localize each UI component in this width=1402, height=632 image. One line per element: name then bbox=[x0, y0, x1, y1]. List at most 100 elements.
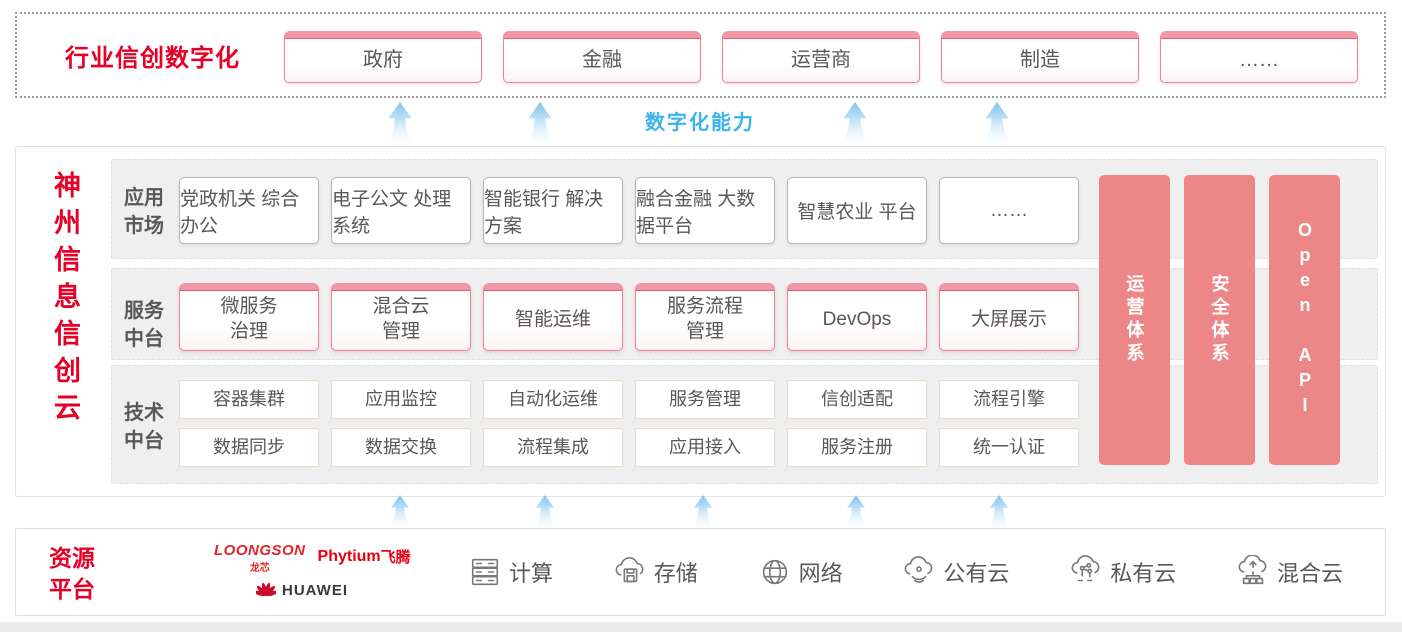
industry-box-government: 政府 bbox=[284, 31, 482, 83]
resource-label: 计算 bbox=[509, 561, 554, 586]
hybrid-cloud-icon bbox=[1238, 555, 1267, 585]
resource-hybrid-cloud: 混合云 bbox=[1236, 555, 1343, 589]
industry-band-title: 行业信创数字化 bbox=[65, 44, 240, 72]
public-cloud-icon bbox=[904, 556, 933, 583]
service-middle-label: 服务 中台 bbox=[124, 300, 164, 350]
tech-box: 应用监控 bbox=[331, 380, 471, 419]
phytium-logo: Phytium 飞腾 bbox=[318, 546, 411, 567]
industry-box-label: …… bbox=[1239, 49, 1279, 71]
resource-label: 网络 bbox=[798, 561, 843, 586]
resource-storage: 存储 bbox=[613, 555, 698, 589]
service-box-label: 大屏展示 bbox=[970, 308, 1047, 330]
tech-box-label: 数据交换 bbox=[365, 436, 437, 457]
service-box-label: 智能运维 bbox=[514, 308, 591, 330]
platform-title: 神州信息信创云 bbox=[50, 171, 80, 430]
app-market-label: 应用 市场 bbox=[124, 187, 164, 237]
industry-box-label: 政府 bbox=[363, 49, 403, 71]
app-box-label: 电子公文 处理系统 bbox=[332, 188, 452, 237]
app-box-label: 党政机关 综合办公 bbox=[180, 188, 300, 237]
tech-box: 数据交换 bbox=[331, 428, 471, 467]
service-box-label: 微服务 治理 bbox=[220, 296, 278, 342]
up-arrow-icon bbox=[534, 495, 556, 528]
private-cloud-icon bbox=[1071, 555, 1100, 582]
industry-box-label: 金融 bbox=[582, 49, 622, 71]
loongson-logo: LOONGSON 龙芯 bbox=[214, 542, 306, 574]
resource-label: 存储 bbox=[653, 561, 698, 586]
tech-box-label: 应用接入 bbox=[669, 436, 741, 457]
up-arrow-icon bbox=[386, 102, 414, 144]
compute-icon bbox=[471, 558, 499, 586]
industry-box-label: 运营商 bbox=[791, 49, 851, 71]
tech-box-label: 服务注册 bbox=[821, 436, 893, 457]
tech-box: 信创适配 bbox=[787, 380, 927, 419]
tech-middle-label: 技术 中台 bbox=[124, 402, 164, 452]
service-box-label: 混合云 管理 bbox=[372, 296, 430, 342]
service-box: 大屏展示 bbox=[939, 283, 1079, 351]
tech-box: 容器集群 bbox=[179, 380, 319, 419]
industry-box-manufacturing: 制造 bbox=[941, 31, 1139, 83]
app-market-row: 党政机关 综合办公 电子公文 处理系统 智能银行 解决方案 融合金融 大数据平台… bbox=[179, 177, 1079, 244]
up-arrow-icon bbox=[983, 102, 1011, 144]
app-box-label: …… bbox=[990, 199, 1028, 221]
resource-list: 计算 存储 网络 公有云 bbox=[468, 529, 1343, 615]
resource-panel-label: 资源 平台 bbox=[49, 545, 95, 603]
industry-box-operator: 运营商 bbox=[722, 31, 920, 83]
service-box-label: 服务流程 管理 bbox=[666, 296, 743, 342]
resource-label: 混合云 bbox=[1276, 561, 1343, 586]
tech-box: 服务注册 bbox=[787, 428, 927, 467]
tech-box-label: 流程引擎 bbox=[973, 388, 1045, 409]
resource-network: 网络 bbox=[758, 555, 843, 589]
capability-label: 数字化能力 bbox=[645, 112, 755, 134]
platform-panel: 神州信息信创云 应用 市场 服务 中台 技术 中台 党政机关 综合办公 电子公文… bbox=[15, 146, 1386, 497]
tech-box: 服务管理 bbox=[635, 380, 775, 419]
tech-box-label: 流程集成 bbox=[517, 436, 589, 457]
tech-box: 统一认证 bbox=[939, 428, 1079, 467]
tech-box: 流程引擎 bbox=[939, 380, 1079, 419]
app-box: 智慧农业 平台 bbox=[787, 177, 927, 244]
tech-box-label: 数据同步 bbox=[213, 436, 285, 457]
tech-box-label: 统一认证 bbox=[973, 436, 1045, 457]
vendor-logos: LOONGSON 龙芯 Phytium 飞腾 HUAWEI bbox=[214, 542, 444, 600]
app-box: 融合金融 大数据平台 bbox=[635, 177, 775, 244]
service-box: 服务流程 管理 bbox=[635, 283, 775, 351]
resource-label: 公有云 bbox=[943, 561, 1010, 586]
app-box-label: 智慧农业 平台 bbox=[797, 202, 917, 223]
up-arrow-icon bbox=[988, 495, 1010, 528]
industry-box-finance: 金融 bbox=[503, 31, 701, 83]
resource-private-cloud: 私有云 bbox=[1069, 555, 1176, 589]
pillar-security: 安全体系 bbox=[1184, 175, 1255, 465]
service-box: 微服务 治理 bbox=[179, 283, 319, 351]
huawei-logo: HUAWEI bbox=[256, 580, 444, 600]
tech-row-1: 容器集群 应用监控 自动化运维 服务管理 信创适配 流程引擎 bbox=[179, 380, 1079, 419]
app-box-label: 智能银行 解决方案 bbox=[484, 188, 604, 237]
huawei-flower-icon bbox=[256, 582, 276, 597]
app-box-label: 融合金融 大数据平台 bbox=[636, 188, 756, 237]
tech-box-label: 容器集群 bbox=[213, 388, 285, 409]
resource-compute: 计算 bbox=[468, 555, 553, 589]
bottom-divider bbox=[0, 622, 1402, 632]
network-icon bbox=[762, 559, 787, 585]
service-box-label: DevOps bbox=[822, 308, 892, 330]
phytium-wordmark: Phytium bbox=[317, 547, 381, 565]
industry-box-label: 制造 bbox=[1020, 49, 1060, 71]
pillar-open-api: Open API bbox=[1269, 175, 1340, 465]
loongson-wordmark: LOONGSON bbox=[214, 542, 306, 559]
service-box: 智能运维 bbox=[483, 283, 623, 351]
up-arrow-icon bbox=[389, 495, 411, 528]
tech-box-label: 信创适配 bbox=[821, 388, 893, 409]
app-box: 党政机关 综合办公 bbox=[179, 177, 319, 244]
app-box: 电子公文 处理系统 bbox=[331, 177, 471, 244]
service-box: 混合云 管理 bbox=[331, 283, 471, 351]
tech-box: 数据同步 bbox=[179, 428, 319, 467]
tech-row-2: 数据同步 数据交换 流程集成 应用接入 服务注册 统一认证 bbox=[179, 428, 1079, 467]
app-box: …… bbox=[939, 177, 1079, 244]
up-arrow-icon bbox=[526, 102, 554, 144]
industry-box-list: 政府 金融 运营商 制造 …… bbox=[284, 31, 1358, 83]
tech-box: 自动化运维 bbox=[483, 380, 623, 419]
industry-band: 行业信创数字化 政府 金融 运营商 制造 …… bbox=[15, 12, 1386, 98]
tech-box: 流程集成 bbox=[483, 428, 623, 467]
service-middle-row: 微服务 治理 混合云 管理 智能运维 服务流程 管理 DevOps 大屏展示 bbox=[179, 283, 1079, 351]
huawei-wordmark: HUAWEI bbox=[282, 581, 348, 599]
up-arrow-icon bbox=[692, 495, 714, 528]
up-arrow-icon bbox=[845, 495, 867, 528]
